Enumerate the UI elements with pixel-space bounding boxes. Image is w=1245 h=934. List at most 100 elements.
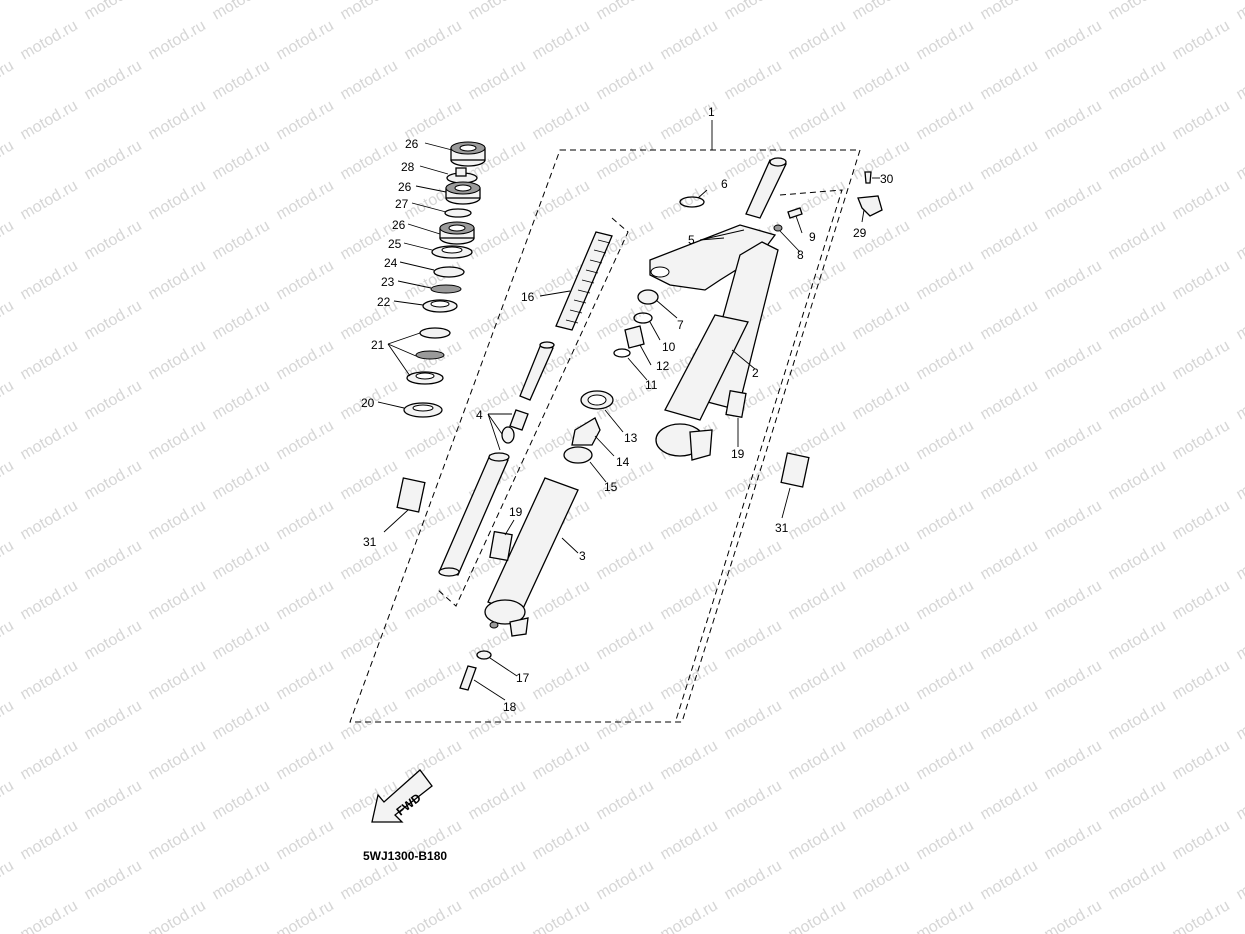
watermark-text: motod.ru — [850, 777, 913, 823]
watermark-text: motod.ru — [18, 177, 81, 223]
watermark-text: motod.ru — [1106, 777, 1169, 823]
watermark-text: motod.ru — [914, 817, 977, 863]
watermark-text: motod.ru — [146, 17, 209, 63]
info-label-31-left — [396, 477, 426, 513]
watermark-text: motod.ru — [82, 777, 145, 823]
watermark-text: motod.ru — [146, 897, 209, 934]
washer-8 — [773, 224, 783, 232]
diagram-code: 5WJ1300-B180 — [363, 849, 447, 863]
watermark-text: motod.ru — [1234, 137, 1245, 183]
watermark-text: motod.ru — [18, 417, 81, 463]
watermark-text: motod.ru — [530, 177, 593, 223]
callout-labels: 1 26 28 26 27 26 25 24 23 22 21 20 4 16 … — [361, 105, 894, 714]
watermark-text: motod.ru — [338, 857, 401, 903]
watermark-text: motod.ru — [914, 257, 977, 303]
callout-24: 24 — [384, 256, 398, 270]
watermark-text: motod.ru — [274, 177, 337, 223]
watermark-text: motod.ru — [82, 57, 145, 103]
watermark-text: motod.ru — [82, 137, 145, 183]
watermark-text: motod.ru — [338, 697, 401, 743]
watermark-text: motod.ru — [594, 57, 657, 103]
watermark-text: motod.ru — [402, 417, 465, 463]
outer-tube-2 — [655, 241, 779, 461]
callout-19-left: 19 — [509, 505, 523, 519]
watermark-text: motod.ru — [658, 577, 721, 623]
right-leg-boundary — [675, 189, 843, 721]
watermark-text: motod.ru — [1106, 377, 1169, 423]
watermark-text: motod.ru — [722, 57, 785, 103]
watermark-text: motod.ru — [850, 697, 913, 743]
watermark-text: motod.ru — [850, 217, 913, 263]
watermark-text: motod.ru — [18, 737, 81, 783]
watermark-text: motod.ru — [274, 737, 337, 783]
fork-spring-16 — [555, 231, 613, 331]
watermark-text: motod.ru — [274, 97, 337, 143]
info-label-31-right — [780, 452, 810, 488]
watermark-text: motod.ru — [0, 617, 17, 663]
watermark-text: motod.ru — [1042, 177, 1105, 223]
watermark-text: motod.ru — [914, 657, 977, 703]
watermark-text: motod.ru — [978, 377, 1041, 423]
inner-fork-boundary — [437, 217, 629, 607]
watermark-text: motod.ru — [1234, 537, 1245, 583]
watermark-text: motod.ru — [82, 297, 145, 343]
watermark-text: motod.ru — [210, 777, 273, 823]
watermark-text: motod.ru — [1234, 0, 1245, 23]
watermark-text: motod.ru — [18, 97, 81, 143]
watermark-text: motod.ru — [274, 497, 337, 543]
bearing-race-21-lower — [406, 371, 444, 385]
bearing-race-20 — [403, 402, 443, 418]
watermark-text: motod.ru — [402, 897, 465, 934]
watermark-text: motod.ru — [466, 857, 529, 903]
clip-11 — [613, 348, 631, 358]
watermark-text: motod.ru — [1042, 897, 1105, 934]
callout-10: 10 — [662, 340, 676, 354]
bearing-race-24 — [433, 266, 465, 278]
watermark-text: motod.ru — [210, 697, 273, 743]
watermark-text: motod.ru — [978, 297, 1041, 343]
watermark-text: motod.ru — [978, 0, 1041, 23]
bearing-race-22 — [422, 299, 458, 313]
watermark-text: motod.ru — [914, 337, 977, 383]
watermark-text: motod.ru — [274, 897, 337, 934]
watermark-text: motod.ru — [0, 57, 17, 103]
watermark-text: motod.ru — [786, 17, 849, 63]
watermark-text: motod.ru — [914, 737, 977, 783]
washer-27 — [444, 208, 472, 218]
watermark-text: motod.ru — [530, 97, 593, 143]
watermark-text: motod.ru — [1234, 777, 1245, 823]
callout-28: 28 — [401, 160, 415, 174]
lock-washer-28 — [446, 167, 478, 184]
watermark-text: motod.ru — [82, 217, 145, 263]
watermark-text: motod.ru — [0, 697, 17, 743]
watermark-text: motod.ru — [850, 57, 913, 103]
watermark-text: motod.ru — [146, 497, 209, 543]
callout-14: 14 — [616, 455, 630, 469]
watermark-text: motod.ru — [722, 0, 785, 23]
watermark-text: motod.ru — [850, 857, 913, 903]
watermark-text: motod.ru — [210, 217, 273, 263]
watermark-text: motod.ru — [18, 257, 81, 303]
watermark-text: motod.ru — [402, 577, 465, 623]
callout-17: 17 — [516, 671, 530, 685]
watermark-text: motod.ru — [1042, 17, 1105, 63]
watermark-text: motod.ru — [466, 0, 529, 23]
rebound-spring-4 — [509, 409, 529, 431]
watermark-text: motod.ru — [530, 657, 593, 703]
watermark-text: motod.ru — [530, 17, 593, 63]
watermark-text: motod.ru — [402, 17, 465, 63]
watermark-text: motod.ru — [914, 417, 977, 463]
bracket-hole — [650, 266, 670, 278]
watermark-text: motod.ru — [658, 497, 721, 543]
outer-tube-3 — [484, 477, 579, 637]
watermark-text: motod.ru — [1234, 217, 1245, 263]
steering-stem — [745, 157, 787, 219]
watermark-text: motod.ru — [1234, 617, 1245, 663]
watermark-text: motod.ru — [850, 0, 913, 23]
watermark-text: motod.ru — [338, 457, 401, 503]
watermark-text: motod.ru — [1170, 17, 1233, 63]
callout-20: 20 — [361, 396, 375, 410]
callout-11: 11 — [645, 378, 658, 392]
retaining-ring-15 — [563, 446, 593, 464]
callout-18: 18 — [503, 700, 517, 714]
